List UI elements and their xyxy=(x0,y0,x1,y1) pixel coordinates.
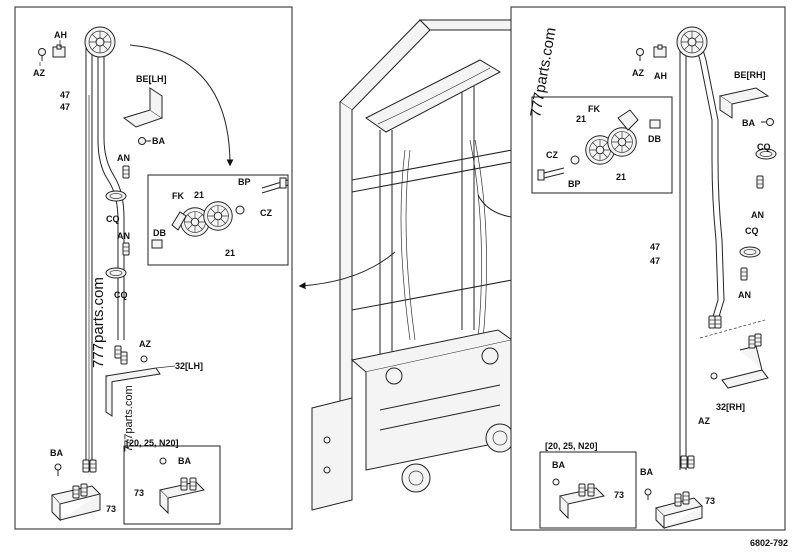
right-an-clip-1 xyxy=(756,175,764,189)
right-low-fitting-a xyxy=(680,455,688,469)
label-ah-right: AH xyxy=(654,71,667,81)
label-inset-ba-right: BA xyxy=(552,460,565,470)
label-az-top-right: AZ xyxy=(632,68,644,78)
drawing-number: 6802-792 xyxy=(750,538,788,548)
right-guide-line xyxy=(699,319,766,339)
left-low-fitting-b xyxy=(89,459,97,473)
label-cz-left: CZ xyxy=(260,208,272,218)
label-cq-2-right: CQ xyxy=(745,226,759,236)
label-fk-right: FK xyxy=(588,104,600,114)
label-an-1-right: AN xyxy=(751,210,764,220)
label-cq-2-left: CQ xyxy=(114,290,128,300)
label-cq-1-left: CQ xyxy=(106,214,120,224)
label-73-right: 73 xyxy=(705,496,715,506)
label-32-rh: 32[RH] xyxy=(716,402,745,412)
left-mid-fitting-a xyxy=(114,345,122,359)
right-top-sheave xyxy=(676,26,708,58)
right-az-lower-bolt xyxy=(710,372,718,380)
left-inset-box xyxy=(123,445,221,525)
left-detail-box xyxy=(147,174,289,266)
label-bp-left: BP xyxy=(238,177,251,187)
label-db-right: DB xyxy=(648,134,661,144)
left-top-sheave xyxy=(84,26,116,58)
label-21-b-right: 21 xyxy=(616,172,626,182)
right-cq-clamp-2 xyxy=(739,246,761,258)
label-bp-right: BP xyxy=(568,179,581,189)
right-73-block xyxy=(655,491,703,530)
label-fk-left: FK xyxy=(172,191,184,201)
label-an-2-left: AN xyxy=(117,231,130,241)
label-73-left: 73 xyxy=(106,504,116,514)
label-az-top-left: AZ xyxy=(33,68,45,78)
left-cq-clamp-2 xyxy=(105,267,127,279)
mast-assembly xyxy=(311,19,524,511)
right-panel xyxy=(510,6,786,531)
left-73-block xyxy=(51,483,101,522)
right-ah-part xyxy=(653,44,667,58)
watermark-left-1: 777parts.com xyxy=(90,277,107,368)
right-az-bolt xyxy=(636,48,644,61)
label-ba-bottom-right: BA xyxy=(640,467,653,477)
left-mid-fitting-b xyxy=(120,351,128,365)
label-inset-73-left: 73 xyxy=(134,488,144,498)
right-ba-bottom-bolt xyxy=(644,488,652,500)
right-mid-fitting-b xyxy=(714,315,722,329)
right-ba-bolt xyxy=(761,118,774,126)
label-21-a-right: 21 xyxy=(576,114,586,124)
left-az-bolt xyxy=(38,48,46,61)
left-32-bracket xyxy=(105,365,176,417)
right-hoses xyxy=(679,39,725,470)
right-labels: AZ AH BE[RH] BA CQ AN CQ AN 47 47 32[RH]… xyxy=(545,68,771,506)
left-ah-part xyxy=(52,44,66,58)
left-be-bracket xyxy=(122,80,164,128)
right-inset-parts xyxy=(552,478,605,520)
left-an-clip-2 xyxy=(122,242,130,256)
label-db-left: DB xyxy=(153,228,166,238)
label-hose-47-a-right: 47 xyxy=(650,242,660,252)
left-ba-bottom-bolt xyxy=(54,463,62,476)
right-mid-fitting-a xyxy=(708,315,716,329)
label-be-right: BE[RH] xyxy=(734,70,766,80)
left-hoses xyxy=(85,40,125,470)
label-32-lh: 32[LH] xyxy=(175,361,203,371)
label-az-low-left: AZ xyxy=(139,339,151,349)
label-ah-left: AH xyxy=(54,30,67,40)
left-az-lower-bolt xyxy=(140,355,148,363)
label-an-1-left: AN xyxy=(117,153,130,163)
label-an-2-right: AN xyxy=(738,290,751,300)
label-21-a-left: 21 xyxy=(194,190,204,200)
left-inset-parts xyxy=(159,457,205,515)
label-ba-mid-left: BA xyxy=(152,136,165,146)
label-ba-bottom-left: BA xyxy=(50,448,63,458)
left-labels: AH AZ BE[LH] 47 47 BA AN CQ AN CQ AZ 32[… xyxy=(33,30,272,514)
left-low-fitting-a xyxy=(82,459,90,473)
left-ba-bolt xyxy=(138,137,151,145)
label-cz-right: CZ xyxy=(546,150,558,160)
label-inset-title-left: [20, 25, N20] xyxy=(126,438,179,448)
label-inset-title-right: [20, 25, N20] xyxy=(545,441,598,451)
label-ba-mid-right: BA xyxy=(742,118,755,128)
left-panel xyxy=(14,6,293,530)
right-an-clip-2 xyxy=(740,267,748,281)
left-an-clip-1 xyxy=(122,165,130,179)
label-inset-73-right: 73 xyxy=(614,490,624,500)
label-az-low-right: AZ xyxy=(698,416,710,426)
left-detail-parts xyxy=(151,177,289,249)
right-be-bracket xyxy=(718,87,770,119)
watermark-left-2: 777parts.com xyxy=(123,385,135,452)
right-32-bracket xyxy=(721,333,769,389)
label-be-left: BE[LH] xyxy=(136,74,167,84)
left-callout-arrow xyxy=(298,251,396,290)
left-detail-arrow xyxy=(129,44,234,167)
label-hose-47-b-right: 47 xyxy=(650,256,660,266)
label-cq-1-right: CQ xyxy=(757,142,771,152)
label-21-b-left: 21 xyxy=(225,248,235,258)
label-inset-ba-left: BA xyxy=(178,456,191,466)
right-low-fitting-b xyxy=(687,455,695,469)
label-hose-47-a-left: 47 xyxy=(60,90,70,100)
right-detail-parts xyxy=(537,109,661,181)
left-cq-clamp-1 xyxy=(105,190,127,202)
label-hose-47-b-left: 47 xyxy=(60,102,70,112)
